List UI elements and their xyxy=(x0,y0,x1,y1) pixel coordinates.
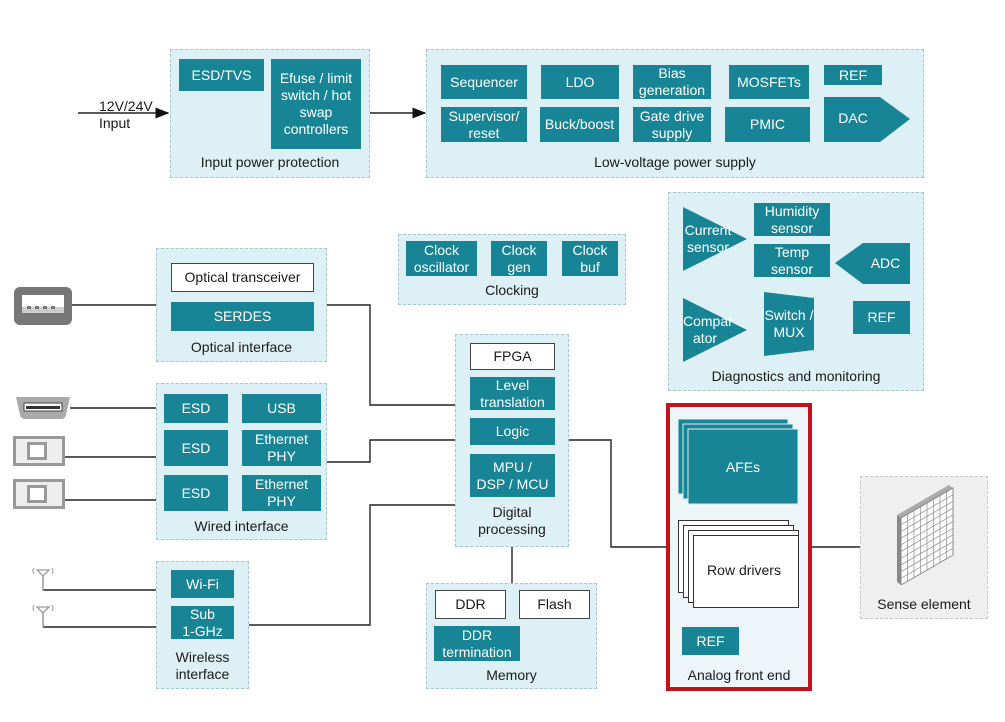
group-label: Clocking xyxy=(485,282,539,298)
esd-usb-block[interactable]: ESD xyxy=(164,394,228,423)
switch-mux-label: Switch / MUX xyxy=(764,307,814,340)
group-label: Sense element xyxy=(877,596,971,612)
group-label: Wireless interface xyxy=(175,649,230,682)
usb-block[interactable]: USB xyxy=(242,394,321,423)
clocking-group: Clock oscillator Clock gen Clock buf Clo… xyxy=(398,234,626,305)
optical-port-icon xyxy=(14,287,72,325)
buck-boost-block[interactable]: Buck/boost xyxy=(540,107,619,142)
mosfets-block[interactable]: MOSFETs xyxy=(729,65,809,99)
dac-block[interactable]: DAC xyxy=(824,97,910,142)
fpga-block[interactable]: FPGA xyxy=(470,343,555,370)
comparator-block[interactable]: Compar ator xyxy=(683,298,747,362)
current-sensor-block[interactable]: Current sensor xyxy=(683,207,747,271)
logic-block[interactable]: Logic xyxy=(470,418,555,445)
esd-eth2-block[interactable]: ESD xyxy=(164,475,228,511)
serdes-block[interactable]: SERDES xyxy=(171,302,314,331)
ddr-termination-block[interactable]: DDR termination xyxy=(434,626,520,661)
row-drivers-block[interactable]: Row drivers xyxy=(678,520,800,610)
input-label: Input xyxy=(99,115,131,131)
diagnostics-group: Current sensor Humidity sensor Temp sens… xyxy=(668,192,924,391)
row-drivers-label: Row drivers xyxy=(707,562,781,578)
gate-drive-block[interactable]: Gate drive supply xyxy=(633,107,711,142)
clock-buf-block[interactable]: Clock buf xyxy=(562,241,618,276)
low-voltage-supply-group: Sequencer LDO Bias generation MOSFETs RE… xyxy=(426,49,924,178)
antenna-icon xyxy=(31,566,55,591)
afes-label: AFEs xyxy=(725,459,761,475)
pmic-block[interactable]: PMIC xyxy=(725,107,810,142)
current-sensor-label: Current sensor xyxy=(684,222,732,255)
humidity-sensor-block[interactable]: Humidity sensor xyxy=(754,203,830,236)
bias-generation-block[interactable]: Bias generation xyxy=(633,65,711,99)
wired-interface-group: ESD USB ESD Ethernet PHY ESD Ethernet PH… xyxy=(156,383,327,540)
sense-element-group: Sense element xyxy=(860,476,988,619)
group-label: Analog front end xyxy=(687,667,791,683)
sensor-grid-icon xyxy=(897,485,957,585)
digital-to-afe-wire xyxy=(569,439,668,548)
esd-tvs-block[interactable]: ESD/TVS xyxy=(179,59,264,91)
group-label: Low-voltage power supply xyxy=(594,154,756,170)
group-label: Input power protection xyxy=(200,154,340,170)
optical-interface-group: Optical transceiver SERDES Optical inter… xyxy=(156,248,327,362)
ethernet-port-icon xyxy=(13,479,65,509)
adc-block[interactable]: ADC xyxy=(835,243,910,284)
input-voltage-label: 12V/24V xyxy=(99,98,153,114)
mpu-dsp-mcu-block[interactable]: MPU / DSP / MCU xyxy=(470,454,555,497)
analog-front-end-group: AFEs Row drivers REF Analog front end xyxy=(666,403,812,691)
temp-sensor-block[interactable]: Temp sensor xyxy=(754,244,830,277)
ref-block[interactable]: REF xyxy=(824,65,882,85)
dac-label: DAC xyxy=(838,110,868,126)
ref-block[interactable]: REF xyxy=(682,627,739,655)
adc-label: ADC xyxy=(870,255,901,271)
sub-1ghz-block[interactable]: Sub 1-GHz xyxy=(171,606,234,639)
digital-processing-group: FPGA Level translation Logic MPU / DSP /… xyxy=(455,334,569,547)
switch-mux-block[interactable]: Switch / MUX xyxy=(764,292,814,356)
efuse-block[interactable]: Efuse / limit switch / hot swap controll… xyxy=(271,59,361,149)
usb-port-icon xyxy=(16,397,70,419)
ethernet-phy2-block[interactable]: Ethernet PHY xyxy=(242,475,321,511)
antenna-icon xyxy=(31,603,55,628)
flash-block[interactable]: Flash xyxy=(519,590,590,619)
group-label: Optical interface xyxy=(190,339,293,355)
comparator-label: Compar ator xyxy=(683,313,733,346)
group-label: Digital processing xyxy=(478,504,546,537)
group-label: Diagnostics and monitoring xyxy=(711,368,881,384)
wired-to-digital-wire xyxy=(327,439,455,463)
ldo-block[interactable]: LDO xyxy=(541,65,619,99)
esd-eth1-block[interactable]: ESD xyxy=(164,430,228,466)
supervisor-block[interactable]: Supervisor/ reset xyxy=(441,107,527,142)
ddr-block[interactable]: DDR xyxy=(435,590,506,619)
ethernet-phy1-block[interactable]: Ethernet PHY xyxy=(242,430,321,466)
sequencer-block[interactable]: Sequencer xyxy=(441,65,527,99)
optical-transceiver-block[interactable]: Optical transceiver xyxy=(171,263,314,292)
memory-group: DDR Flash DDR termination Memory xyxy=(426,583,597,689)
optical-to-digital-wire xyxy=(327,304,455,406)
clock-oscillator-block[interactable]: Clock oscillator xyxy=(406,241,477,276)
clock-gen-block[interactable]: Clock gen xyxy=(491,241,547,276)
group-label: Memory xyxy=(486,667,537,683)
input-power-protection-group: ESD/TVS Efuse / limit switch / hot swap … xyxy=(170,49,370,178)
afes-block[interactable]: AFEs xyxy=(678,419,800,509)
level-translation-block[interactable]: Level translation xyxy=(470,377,555,410)
ethernet-port-icon xyxy=(13,436,65,466)
group-label: Wired interface xyxy=(194,518,289,534)
wireless-interface-group: Wi-Fi Sub 1-GHz Wireless interface xyxy=(156,561,249,689)
wifi-block[interactable]: Wi-Fi xyxy=(171,570,234,598)
ref-block[interactable]: REF xyxy=(853,301,910,334)
